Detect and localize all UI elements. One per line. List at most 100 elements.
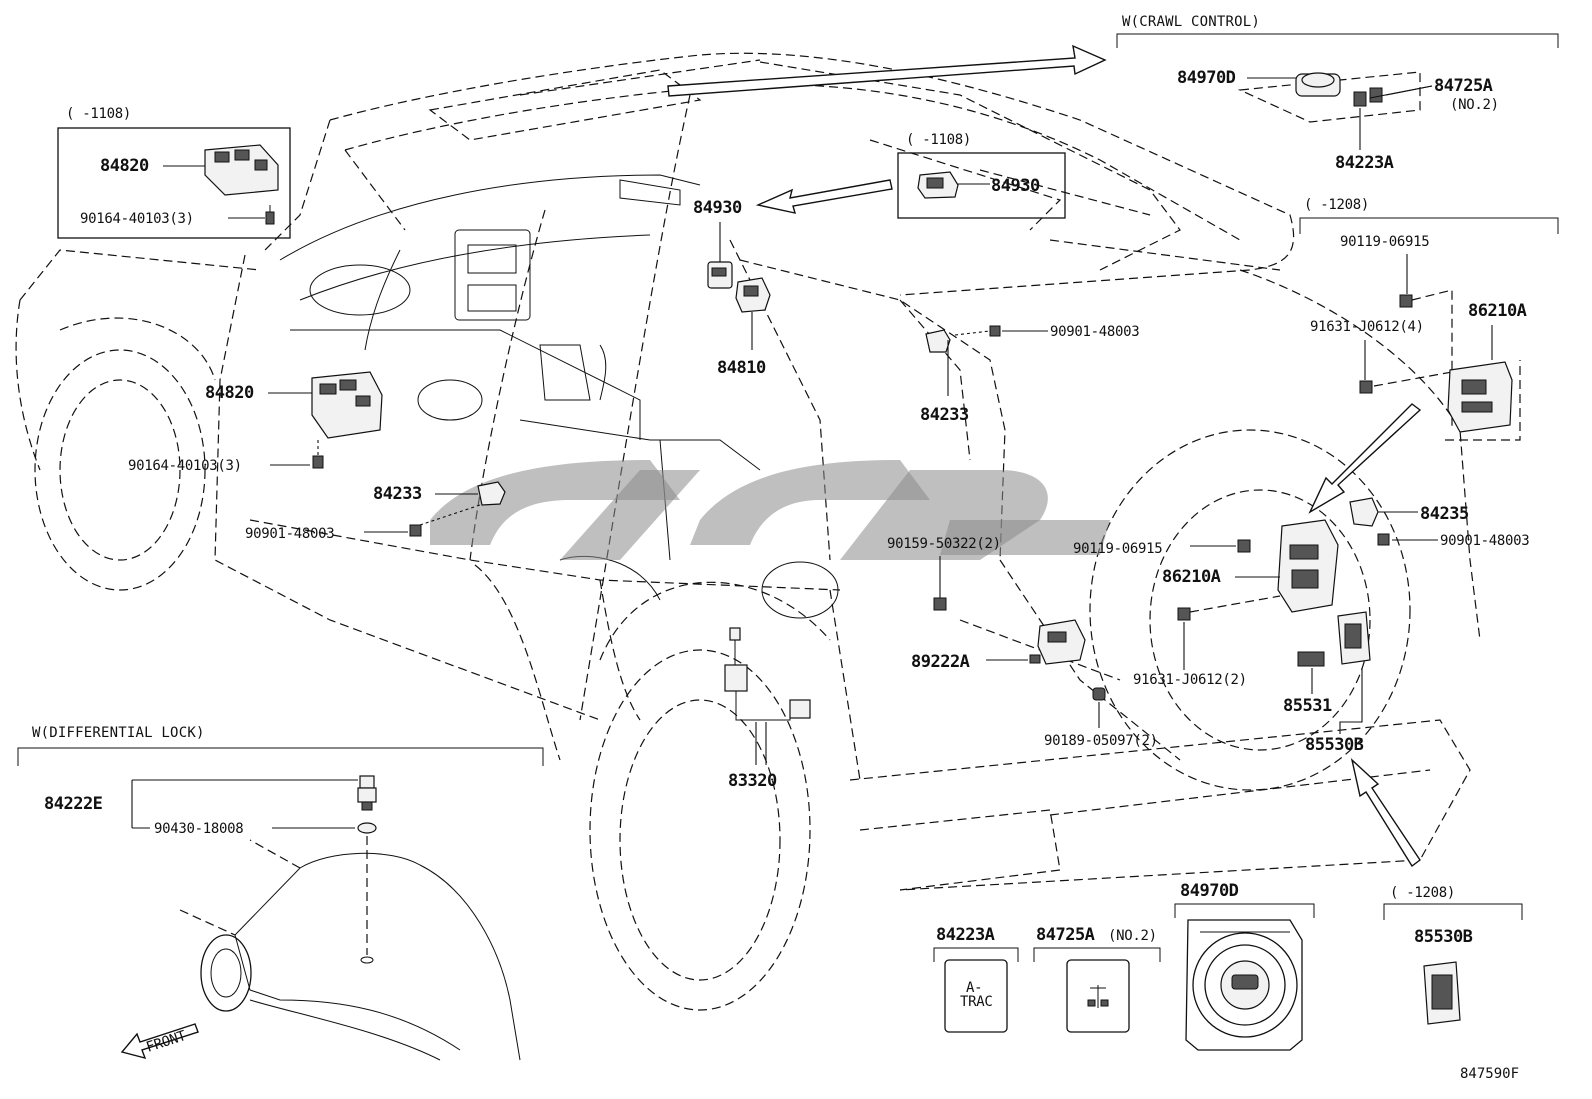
module-86210A-mid: 86210A 91631-J0612(2) bbox=[1133, 519, 1339, 688]
diff-lock-sensor-icon bbox=[357, 775, 377, 811]
atrac-face-line2: TRAC bbox=[960, 994, 993, 1010]
legend-label-84223A: 84223A bbox=[936, 925, 995, 945]
label-90164-mid: 90164-40103(3) bbox=[128, 458, 242, 474]
sensor-84233-left: 84233 90901-48003 bbox=[245, 481, 506, 542]
sensor-84233-right-icon bbox=[925, 329, 951, 353]
atrac-switch-small-icon bbox=[1353, 91, 1367, 107]
connector-85531-icon bbox=[1297, 651, 1325, 667]
sensor-83320-icon bbox=[724, 627, 811, 721]
date-range-mid: ( -1108) bbox=[906, 132, 971, 148]
legend-label-85530B: 85530B bbox=[1414, 927, 1473, 947]
bracket-fasteners: 90159-50322(2) 90119-06915 84235 90901-4… bbox=[887, 497, 1530, 611]
label-84222E: 84222E bbox=[44, 794, 103, 814]
crawl-control-title: W(CRAWL CONTROL) bbox=[1122, 14, 1260, 30]
switch-84820-mid: 84820 90164-40103(3) bbox=[128, 371, 383, 474]
screw-91631-top-icon bbox=[1359, 380, 1373, 394]
screw-90164-mid-icon bbox=[312, 455, 324, 469]
label-84235: 84235 bbox=[1420, 504, 1469, 524]
actuator-module-mid-icon bbox=[1277, 519, 1339, 613]
power-window-switch-icon bbox=[204, 144, 279, 196]
label-86210A-mid: 86210A bbox=[1162, 567, 1221, 587]
arrow-to-84930 bbox=[755, 179, 893, 214]
label-91631-top: 91631-J0612(4) bbox=[1310, 319, 1424, 335]
label-91631-mid: 91631-J0612(2) bbox=[1133, 672, 1247, 688]
diff-switch-small-icon bbox=[1369, 87, 1383, 103]
module-86210A-top: ( -1208) 90119-06915 91631-J0612(4) 8621… bbox=[1299, 197, 1559, 441]
diff-lock-title: W(DIFFERENTIAL LOCK) bbox=[32, 725, 205, 741]
bolt-90901-left-icon bbox=[409, 524, 422, 537]
screw-90119-mid-icon bbox=[1237, 539, 1251, 553]
sensor-84233-right: 84233 90901-48003 bbox=[920, 324, 1140, 425]
legend-85530B: ( -1208) 85530B bbox=[1383, 885, 1523, 1025]
label-85531: 85531 bbox=[1283, 696, 1332, 716]
label-84233-left: 84233 bbox=[373, 484, 422, 504]
front-arrow: FRONT bbox=[120, 1023, 199, 1060]
label-90119-mid: 90119-06915 bbox=[1073, 541, 1162, 557]
washer-icon bbox=[357, 822, 377, 834]
legend-84725A: 84725A (NO.2) bbox=[1033, 925, 1161, 1033]
legend-84970D: 84970D bbox=[1174, 881, 1315, 1051]
label-84930-box: 84930 bbox=[991, 176, 1040, 196]
label-85530B: 85530B bbox=[1305, 735, 1364, 755]
date-range-left: ( -1108) bbox=[66, 106, 131, 122]
label-90119-top: 90119-06915 bbox=[1340, 234, 1429, 250]
arrow-from-85530B bbox=[1350, 757, 1421, 868]
label-84970D: 84970D bbox=[1177, 68, 1236, 88]
label-90164-top: 90164-40103(3) bbox=[80, 211, 194, 227]
relay-89222A: 89222A 90189-05097(2) bbox=[911, 619, 1158, 749]
crawl-control-group: W(CRAWL CONTROL) 84970D 84725A (NO.2) 84… bbox=[1116, 14, 1559, 173]
label-84820-top: 84820 bbox=[100, 156, 149, 176]
legend-label-84725A-note: (NO.2) bbox=[1108, 928, 1157, 944]
switch-box-mid: ( -1108) 84930 bbox=[897, 132, 1066, 219]
switch-84930-small-icon bbox=[707, 261, 733, 289]
label-84930: 84930 bbox=[693, 198, 742, 218]
label-84725A-note: (NO.2) bbox=[1450, 97, 1499, 113]
crawl-control-dial-icon bbox=[1185, 919, 1303, 1051]
screw-91631-mid-icon bbox=[1177, 607, 1191, 621]
date-range-bottom: ( -1208) bbox=[1390, 885, 1455, 901]
label-84725A: 84725A bbox=[1434, 76, 1493, 96]
crawl-control-switch-icon bbox=[1295, 72, 1341, 97]
sensor-84233-left-icon bbox=[477, 481, 506, 506]
label-84810: 84810 bbox=[717, 358, 766, 378]
label-90901-top: 90901-48003 bbox=[1050, 324, 1139, 340]
switch-85530B-icon bbox=[1337, 611, 1371, 665]
arrow-from-86210A bbox=[1308, 403, 1422, 514]
figure-code: 847590F bbox=[1460, 1066, 1519, 1082]
switch-85530B-large-icon bbox=[1423, 961, 1461, 1025]
switch-84930-84810: 84930 84810 bbox=[693, 198, 771, 378]
atrac-face-line1: A- bbox=[966, 980, 982, 996]
switch-84810-icon bbox=[735, 277, 771, 313]
bolt-90901-right-icon bbox=[1377, 533, 1390, 546]
label-84223A: 84223A bbox=[1335, 153, 1394, 173]
actuator-module-icon bbox=[1447, 361, 1513, 433]
switch-box-left: ( -1108) 84820 90164-40103(3) bbox=[57, 106, 291, 239]
label-89222A: 89222A bbox=[911, 652, 970, 672]
label-84820-mid: 84820 bbox=[205, 383, 254, 403]
nut-90189-icon bbox=[1092, 687, 1106, 701]
differential-lock-group: W(DIFFERENTIAL LOCK) 84222E 90430-18008 bbox=[17, 725, 544, 1061]
legend-label-84970D: 84970D bbox=[1180, 881, 1239, 901]
sensor-83320: 83320 bbox=[724, 627, 811, 791]
differential-housing-icon bbox=[179, 839, 521, 1061]
front-label: FRONT bbox=[144, 1028, 188, 1056]
label-90901-right: 90901-48003 bbox=[1440, 533, 1529, 549]
label-90159: 90159-50322(2) bbox=[887, 536, 1001, 552]
label-90430: 90430-18008 bbox=[154, 821, 243, 837]
diff-lock-symbol-icon bbox=[1087, 985, 1109, 1008]
switch-84930-icon bbox=[917, 171, 959, 199]
label-90901-left: 90901-48003 bbox=[245, 526, 334, 542]
screw-90119-top-icon bbox=[1399, 294, 1413, 308]
bolt-90159-icon bbox=[933, 597, 947, 611]
legend-84223A: 84223A A- TRAC bbox=[933, 925, 1019, 1033]
sensor-84235-icon bbox=[1349, 497, 1379, 527]
legend-label-84725A: 84725A bbox=[1036, 925, 1095, 945]
date-range-right: ( -1208) bbox=[1304, 197, 1369, 213]
power-window-switch-mid-icon bbox=[311, 371, 383, 439]
switch-85531-85530B: 85531 85530B bbox=[1283, 611, 1371, 755]
watermark-logo bbox=[430, 460, 1110, 560]
arrow-to-crawl-control bbox=[667, 44, 1107, 97]
relay-89222A-icon bbox=[1029, 619, 1086, 665]
label-86210A-top: 86210A bbox=[1468, 301, 1527, 321]
